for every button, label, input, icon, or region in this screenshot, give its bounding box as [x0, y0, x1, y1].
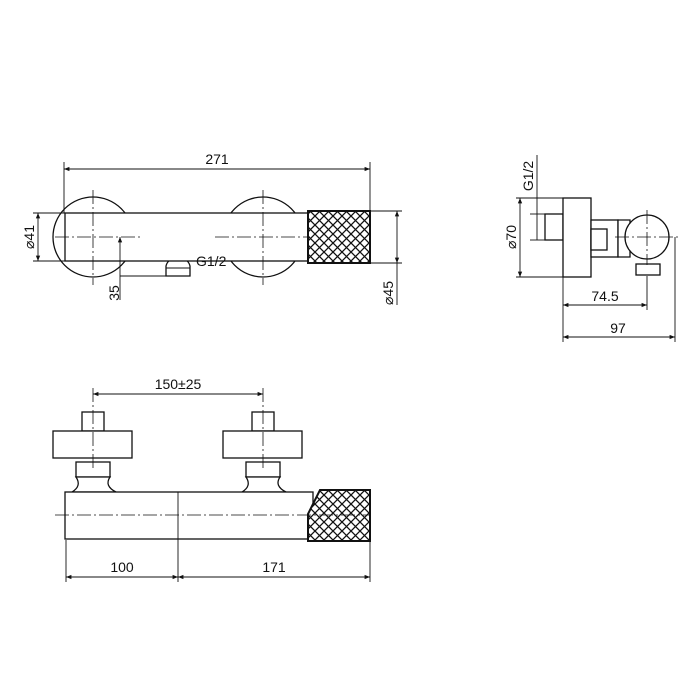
- dim-171-label: 171: [262, 559, 286, 575]
- right-inlet: [222, 411, 303, 493]
- knurled-handle-front: [307, 489, 371, 542]
- knurled-handle: [307, 210, 371, 264]
- inlet-thread-label: G1/2: [520, 161, 536, 192]
- dim-100-label: 100: [110, 559, 134, 575]
- side-view: G1/2 ⌀70 74.5 97: [503, 155, 680, 342]
- wall-flange: [562, 197, 592, 278]
- dim-271-label: 271: [205, 151, 229, 167]
- mixer-body-front: [64, 491, 314, 540]
- dim-d70-label: ⌀70: [503, 225, 519, 249]
- left-inlet: [52, 411, 133, 493]
- front-view: 150±25 100 171: [52, 376, 371, 582]
- dim-150-label: 150±25: [155, 376, 202, 392]
- dim-97-label: 97: [610, 320, 626, 336]
- dim-d41-label: ⌀41: [21, 225, 37, 249]
- inlet-pipe: [544, 213, 564, 241]
- dim-74-5-label: 74.5: [591, 288, 618, 304]
- side-outlet: [635, 263, 661, 276]
- dim-35-label: 35: [106, 285, 122, 301]
- top-view: 271 ⌀41 35 G1/2 ⌀45: [21, 151, 402, 305]
- dim-d45-label: ⌀45: [380, 281, 396, 305]
- outlet-thread-label: G1/2: [196, 253, 227, 269]
